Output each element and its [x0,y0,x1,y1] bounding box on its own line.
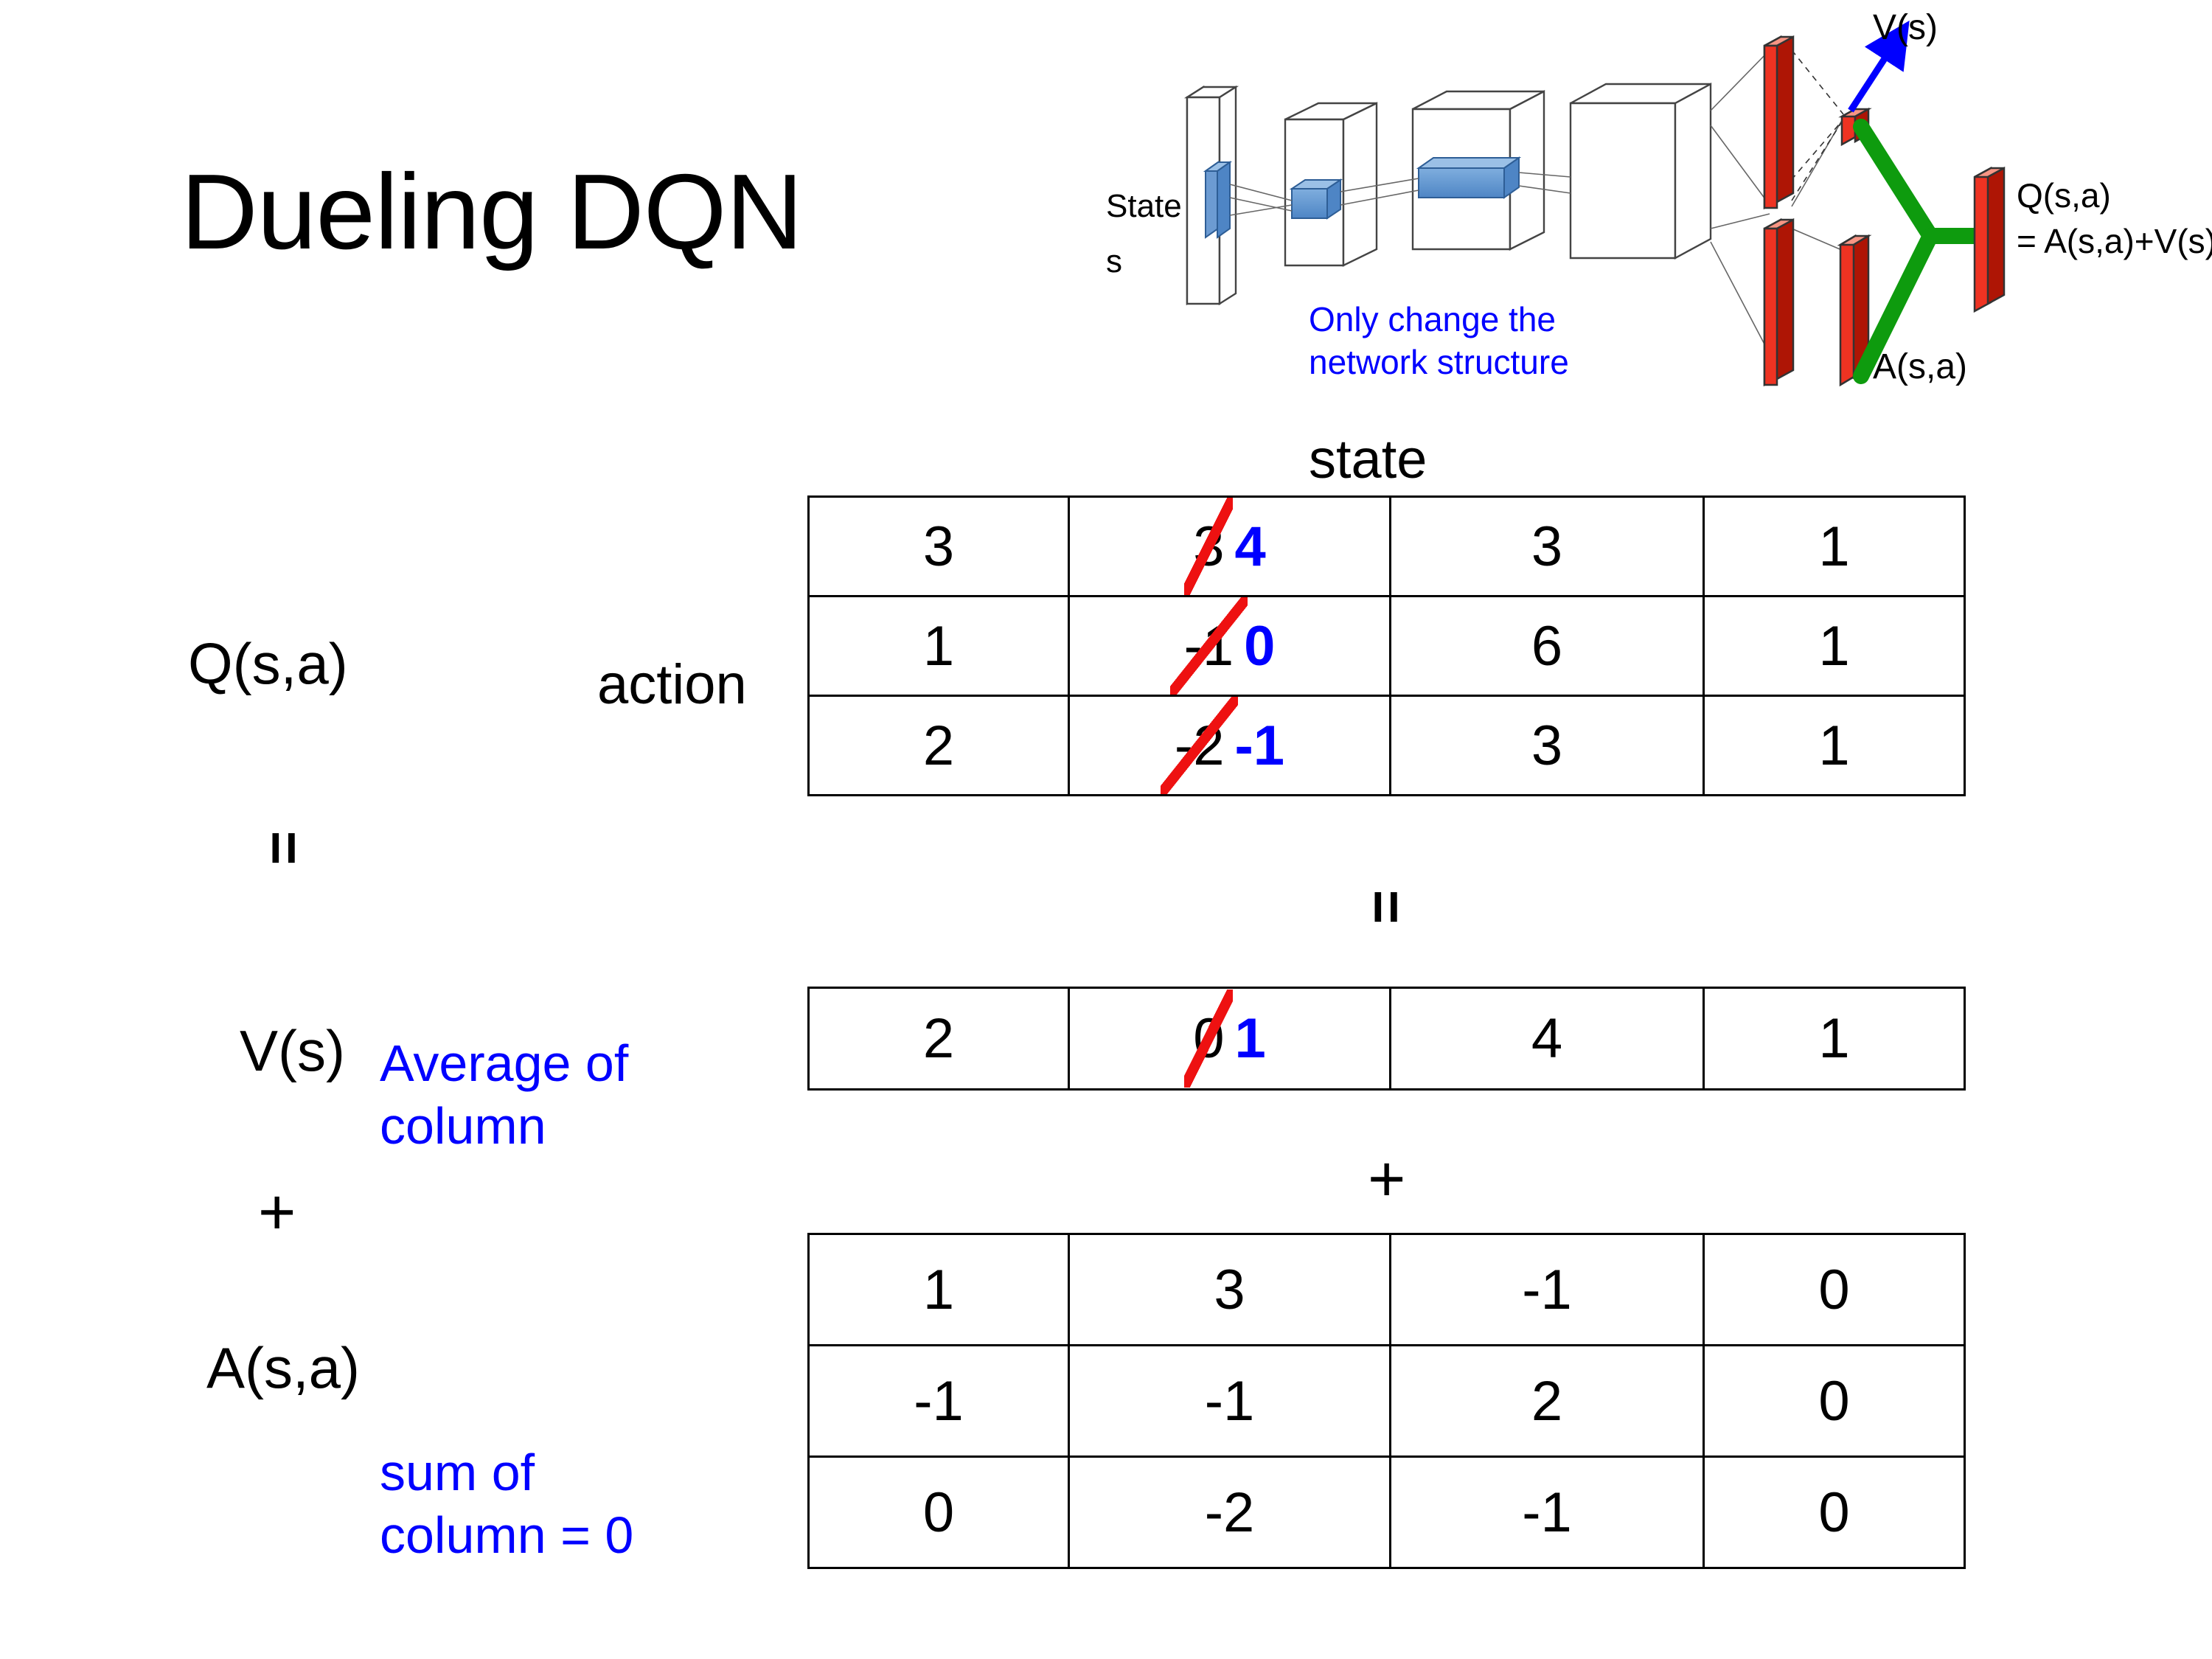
diagram-caption: Only change the network structure [1309,300,1569,381]
diagram-output-label-line1: Q(s,a) [2017,176,2111,215]
a-cell-r0c3[interactable]: 0 [1703,1233,1966,1346]
v-cell-c2[interactable]: 4 [1389,987,1705,1091]
corrected-value: 4 [1234,515,1266,578]
merge-connector-icon [1853,119,1992,384]
average-of-column-note: Average of column [380,1034,629,1155]
a-cell-r1c3[interactable]: 0 [1703,1344,1966,1458]
equals-sign-middle: = [1354,889,1419,925]
table-row: 1 3 -1 0 [807,1233,1966,1346]
struck-old-value: 3 [1184,497,1234,596]
table-row: 2 -2 -1 3 1 [807,695,1966,796]
state-axis-label: state [1309,428,1427,490]
q-cell-r0c3[interactable]: 1 [1703,495,1966,597]
struck-old-value: -2 [1161,696,1238,795]
v-cell-c1[interactable]: 0 1 [1068,987,1391,1091]
plus-sign-middle: + [1368,1142,1406,1215]
v-function-label: V(s) [240,1018,345,1083]
corrected-value: 1 [1234,1007,1266,1070]
a-function-label: A(s,a) [206,1335,361,1400]
table-row: 1 -1 0 6 1 [807,595,1966,697]
table-row: -1 -1 2 0 [807,1344,1966,1458]
diagram-value-label: V(s) [1873,8,1938,47]
q-value-table: 3 3 4 3 1 1 -1 0 6 1 2 -2 -1 3 1 [807,495,1966,796]
a-cell-r1c0[interactable]: -1 [807,1344,1070,1458]
diagram-input-label-line1: State [1106,188,1182,224]
conv-patch-1-icon [1289,178,1343,220]
a-cell-r1c1[interactable]: -1 [1068,1344,1391,1458]
q-cell-r2c2[interactable]: 3 [1389,695,1705,796]
diagram-advantage-label: A(s,a) [1873,347,1968,386]
q-cell-r0c0[interactable]: 3 [807,495,1070,597]
advantage-value-table: 1 3 -1 0 -1 -1 2 0 0 -2 -1 0 [807,1233,1966,1569]
advantage-stream-bar-icon [1763,218,1795,387]
q-cell-r1c1[interactable]: -1 0 [1068,595,1391,697]
a-cell-r1c2[interactable]: 2 [1389,1344,1705,1458]
a-cell-r2c1[interactable]: -2 [1068,1455,1391,1569]
q-cell-r1c3[interactable]: 1 [1703,595,1966,697]
connection-lines [1229,49,1844,355]
q-cell-r2c1[interactable]: -2 -1 [1068,695,1391,796]
a-cell-r0c2[interactable]: -1 [1389,1233,1705,1346]
diagram-input-label-line2: s [1106,243,1122,279]
input-plane-icon [1183,85,1239,306]
conv-patch-2-icon [1416,156,1522,199]
q-cell-r1c2[interactable]: 6 [1389,595,1705,697]
q-cell-r2c3[interactable]: 1 [1703,695,1966,796]
advantage-vector-bar-icon [1837,234,1872,387]
v-cell-c0[interactable]: 2 [807,987,1070,1091]
action-axis-label: action [597,653,747,716]
diagram-output-label-line2: = A(s,a)+V(s) [2017,222,2212,260]
a-cell-r0c0[interactable]: 1 [807,1233,1070,1346]
a-cell-r2c2[interactable]: -1 [1389,1455,1705,1569]
table-row: 2 0 1 4 1 [807,987,1966,1091]
value-arrow-icon [1848,20,1910,113]
value-stream-bar-icon [1763,35,1795,210]
plus-sign-left: + [258,1175,296,1248]
q-cell-r2c0[interactable]: 2 [807,695,1070,796]
q-cell-r0c2[interactable]: 3 [1389,495,1705,597]
q-function-label: Q(s,a) [188,631,348,696]
struck-old-value: -1 [1169,597,1248,695]
table-row: 3 3 4 3 1 [807,495,1966,597]
q-output-bar-icon [1973,166,2006,313]
table-row: 0 -2 -1 0 [807,1455,1966,1569]
v-value-table: 2 0 1 4 1 [807,987,1966,1091]
q-cell-r1c0[interactable]: 1 [807,595,1070,697]
v-cell-c3[interactable]: 1 [1703,987,1966,1091]
dueling-network-diagram: State s V(s) A(s,a) Q(s,a) = A(s,a)+V(s)… [1106,7,2212,406]
conv-block-3-icon [1569,82,1712,260]
struck-old-value: 0 [1184,990,1234,1088]
corrected-value: 0 [1244,614,1276,678]
network-svg [1183,20,2006,387]
page-title: Dueling DQN [181,152,803,271]
equals-sign-left: = [251,830,317,866]
sum-of-column-note: sum of column = 0 [380,1444,634,1565]
conv-block-2-icon [1411,90,1545,251]
a-cell-r0c1[interactable]: 3 [1068,1233,1391,1346]
q-cell-r0c1[interactable]: 3 4 [1068,495,1391,597]
a-cell-r2c3[interactable]: 0 [1703,1455,1966,1569]
value-connection-lines [1769,49,1844,206]
input-patch-icon [1203,161,1233,239]
corrected-value: -1 [1234,714,1285,777]
a-cell-r2c0[interactable]: 0 [807,1455,1070,1569]
